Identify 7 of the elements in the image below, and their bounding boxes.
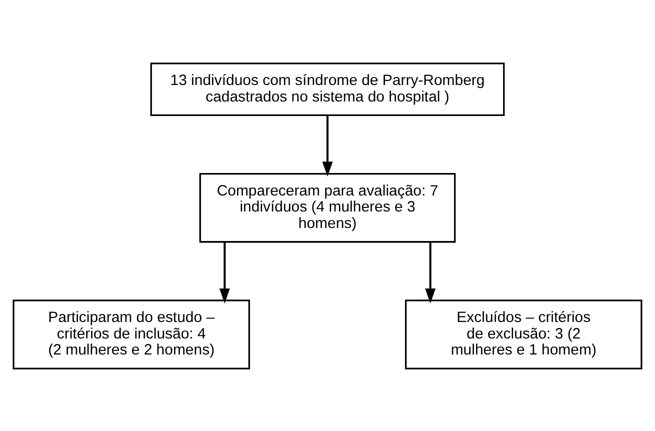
- node-box: Compareceram para avaliação: 7 indivíduos (4 mulheres e 3 homens): [199, 172, 456, 242]
- node-box: Participaram do estudo – critérios de inclusão: 4 (2 mulheres e 2 homens): [12, 299, 250, 369]
- node-box: 13 indivíduos com síndrome de Parry-Romberg cadastrados no sistema do hospital ): [150, 62, 505, 116]
- arrow: [425, 242, 436, 303]
- arrow: [322, 115, 333, 176]
- node-box: Excluídos – critérios de exclusão: 3 (2 mulheres e 1 homem): [405, 299, 642, 369]
- arrow: [219, 242, 230, 303]
